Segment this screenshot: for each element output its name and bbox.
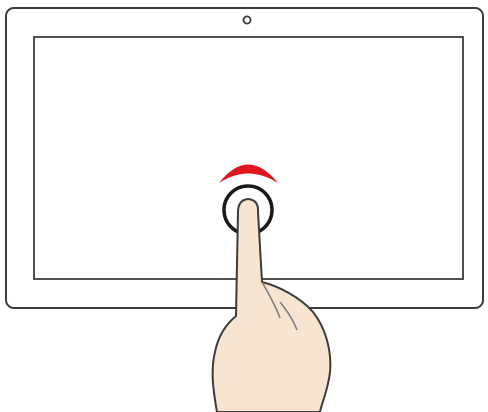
- front-camera-icon: [243, 16, 250, 23]
